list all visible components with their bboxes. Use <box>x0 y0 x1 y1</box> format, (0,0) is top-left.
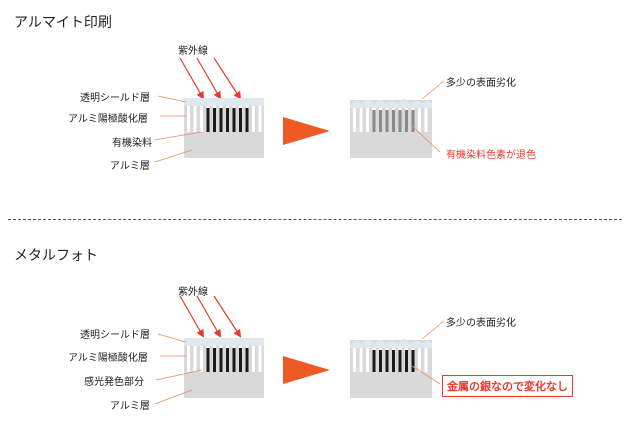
uv-arrows-1 <box>179 57 242 100</box>
after-note-1: 有機染料色素が退色 <box>446 150 536 161</box>
leaders-right-1 <box>411 80 445 153</box>
label-dye-1: 有機染料 <box>112 138 152 149</box>
oxide-pore <box>187 106 190 132</box>
dye-column <box>405 110 408 132</box>
dye-column <box>245 348 249 372</box>
oxide-pore <box>258 106 262 132</box>
dye-column <box>385 350 389 372</box>
dye-column <box>239 108 242 132</box>
dye-column <box>226 108 229 132</box>
section2-title: メタルフォト <box>14 248 98 264</box>
dye-column <box>385 110 389 132</box>
oxide-pore <box>418 108 421 132</box>
dye-column <box>213 348 216 372</box>
dye-column <box>219 108 223 132</box>
dye-column <box>206 348 210 372</box>
section1-title: アルマイト印刷 <box>14 15 112 31</box>
process-arrow-2 <box>283 356 330 384</box>
dye-column <box>411 110 415 132</box>
oxide-pores-before-2 <box>187 346 262 372</box>
label-oxide-2: アルミ陽極酸化層 <box>68 353 148 364</box>
oxide-pore <box>193 106 197 132</box>
oxide-pore <box>187 346 190 372</box>
plate-before-1 <box>184 98 264 158</box>
dye-column <box>392 110 395 132</box>
oxide-pore <box>252 346 255 372</box>
uv-label-1: 紫外線 <box>178 46 208 57</box>
oxide-pore <box>200 346 203 372</box>
oxide-pore <box>200 106 203 132</box>
oxide-pore <box>366 108 369 132</box>
section-divider <box>8 219 622 220</box>
dye-column <box>398 110 402 132</box>
uv-label-2: 紫外線 <box>178 287 208 298</box>
dye-column <box>372 110 376 132</box>
oxide-pore <box>424 348 428 372</box>
dye-column <box>392 350 395 372</box>
plate-before-2 <box>184 338 264 398</box>
label-photo-2: 感光発色部分 <box>84 377 144 388</box>
oxide-pores-before-1 <box>187 106 262 132</box>
label-oxide-1: アルミ陽極酸化層 <box>68 114 148 125</box>
after-label-surface-2: 多少の表面劣化 <box>446 318 516 329</box>
label-shield-1: 透明シールド層 <box>80 93 150 104</box>
after-label-surface-1: 多少の表面劣化 <box>446 78 516 89</box>
label-aluminum-2: アルミ層 <box>110 401 150 412</box>
process-arrow-1 <box>283 117 330 145</box>
oxide-pore <box>359 108 363 132</box>
oxide-pore <box>359 348 363 372</box>
uv-arrows-2 <box>179 295 242 338</box>
oxide-pore <box>353 348 356 372</box>
leaders-left-2 <box>154 333 203 405</box>
dye-column <box>372 350 376 372</box>
label-aluminum-1: アルミ層 <box>110 161 150 172</box>
leaders-left-1 <box>153 95 203 163</box>
dye-column <box>245 108 249 132</box>
after-note-box-2: 金属の銀なので変化なし <box>442 375 573 397</box>
dye-column <box>398 350 402 372</box>
dye-column <box>232 348 236 372</box>
dye-column <box>379 110 382 132</box>
oxide-pore <box>252 106 255 132</box>
oxide-pore <box>418 348 421 372</box>
label-shield-2: 透明シールド層 <box>80 330 150 341</box>
dye-column <box>213 108 216 132</box>
oxide-pore <box>258 346 262 372</box>
dye-column <box>232 108 236 132</box>
dye-column <box>239 348 242 372</box>
leaders-right-2 <box>411 320 445 385</box>
plate-after-1 <box>350 99 432 158</box>
dye-column <box>405 350 408 372</box>
oxide-pores-after-2 <box>353 348 428 372</box>
oxide-pore <box>366 348 369 372</box>
dye-column <box>411 350 415 372</box>
oxide-pore <box>353 108 356 132</box>
oxide-pore <box>424 108 428 132</box>
oxide-pores-after-1 <box>353 108 428 132</box>
dye-column <box>219 348 223 372</box>
dye-column <box>379 350 382 372</box>
plate-after-2 <box>350 339 432 398</box>
dye-column <box>206 108 210 132</box>
oxide-pore <box>193 346 197 372</box>
dye-column <box>226 348 229 372</box>
